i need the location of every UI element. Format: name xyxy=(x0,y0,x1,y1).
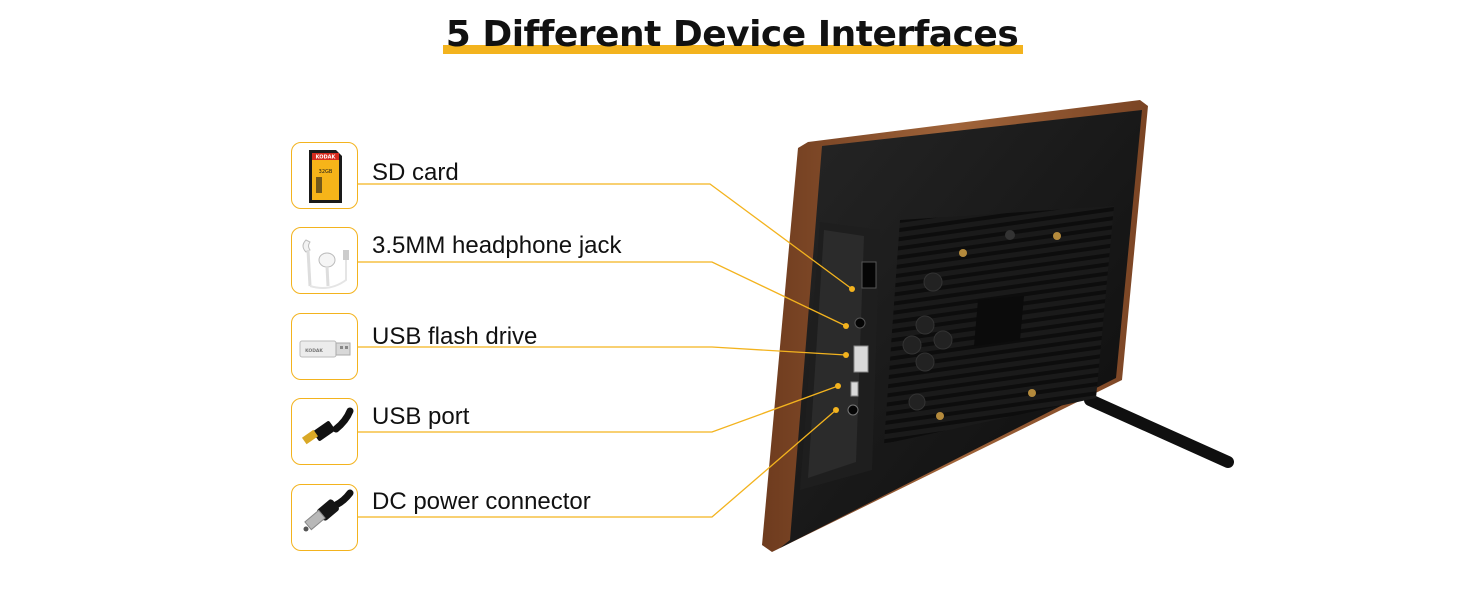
center-plate xyxy=(974,296,1024,346)
usb-a-port xyxy=(853,345,869,373)
interface-label-dc-power: DC power connector xyxy=(372,488,591,515)
title-underline-bar xyxy=(443,45,1023,54)
screw xyxy=(1028,389,1036,397)
dc-plug-icon-box xyxy=(291,484,358,551)
usb-cable-icon-box xyxy=(291,398,358,465)
screw xyxy=(1053,232,1061,240)
callout-line-headphone xyxy=(358,261,847,327)
screw xyxy=(936,412,944,420)
callout-line-dc xyxy=(358,409,837,518)
callout-lines xyxy=(358,183,853,518)
usb-flash-drive-icon-box: KODAK xyxy=(291,313,358,380)
callout-line-usb-flash xyxy=(358,346,847,356)
interface-label-usb-port: USB port xyxy=(372,403,470,430)
callout-dots xyxy=(833,286,855,413)
dc-plug-icon xyxy=(303,489,354,532)
port-openings xyxy=(847,261,877,416)
interface-label-usb-flash-drive: USB flash drive xyxy=(372,323,538,350)
dc-power-port xyxy=(847,404,859,416)
svg-text:32GB: 32GB xyxy=(319,169,333,175)
svg-text:KODAK: KODAK xyxy=(305,348,323,354)
screw xyxy=(959,249,967,257)
sd-card-icon-box: KODAK 32GB xyxy=(291,142,358,209)
interface-label-headphone-jack: 3.5MM headphone jack xyxy=(372,232,622,259)
frame-stand xyxy=(1084,394,1234,468)
wall-mount-hole xyxy=(1005,230,1015,240)
svg-text:KODAK: KODAK xyxy=(316,155,337,161)
usb-flash-drive-icon: KODAK xyxy=(299,340,351,358)
earphones-icon-box xyxy=(291,227,358,294)
headphone-jack-port xyxy=(854,317,866,329)
control-buttons xyxy=(902,272,953,411)
sd-card-icon: KODAK 32GB xyxy=(309,150,342,203)
usb-cable-icon xyxy=(301,407,354,445)
interface-label-sd-card: SD card xyxy=(372,159,459,186)
page-title: 5 Different Device Interfaces xyxy=(445,14,1019,55)
header: 5 Different Device Interfaces xyxy=(0,14,1464,64)
earphones-icon xyxy=(302,239,349,289)
callout-line-usb-port xyxy=(358,385,839,433)
sd-card-slot xyxy=(861,261,877,289)
callout-line-sd xyxy=(358,183,853,290)
micro-usb-port xyxy=(850,381,859,397)
